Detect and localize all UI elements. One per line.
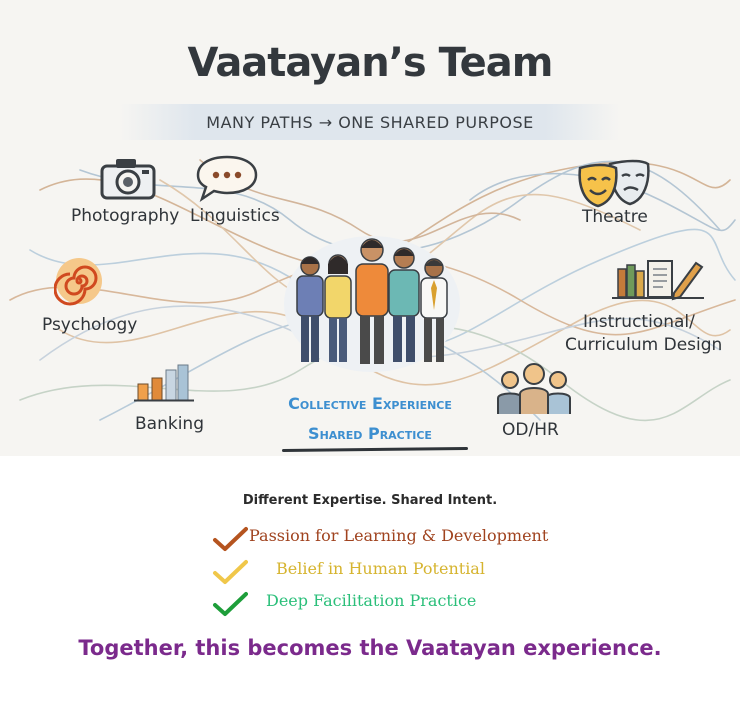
label-photography: Photography — [71, 206, 180, 226]
checkmark-icon — [213, 527, 248, 551]
value-text: Passion for Learning & Development — [249, 526, 549, 545]
label-instructional-line2: Curriculum Design — [565, 335, 723, 355]
label-banking: Banking — [135, 414, 204, 434]
value-text: Deep Facilitation Practice — [266, 591, 477, 610]
page-subtitle: MANY PATHS → ONE SHARED PURPOSE — [206, 113, 534, 132]
checkmark-icon — [213, 592, 248, 616]
intent-statement: Different Expertise. Shared Intent. — [242, 493, 498, 508]
camera-icon — [100, 159, 156, 200]
checkmark-icon — [213, 560, 248, 584]
subtitle-band — [120, 104, 620, 140]
label-psychology: Psychology — [42, 315, 138, 335]
page-title: Vaatayan’s Team — [187, 40, 554, 86]
label-theatre: Theatre — [582, 207, 648, 227]
people-group-icon — [497, 363, 571, 414]
center-caption-line1: Collective Experience — [288, 394, 452, 413]
spiral-icon — [54, 258, 102, 306]
value-text: Belief in Human Potential — [276, 559, 485, 578]
checkmark-stroke-0 — [213, 527, 248, 551]
checkmark-stroke-2 — [213, 592, 248, 616]
value-item: Belief in Human Potential — [212, 557, 542, 585]
bar-chart-icon — [134, 364, 194, 402]
label-instructional-line1: Instructional/ — [583, 312, 695, 332]
value-item: Deep Facilitation Practice — [212, 589, 542, 617]
closing-statement: Together, this becomes the Vaatayan expe… — [78, 636, 662, 660]
label-od-hr: OD/HR — [502, 420, 559, 440]
team-illustration — [284, 236, 460, 372]
label-linguistics: Linguistics — [190, 206, 280, 226]
books-pencil-icon — [612, 260, 704, 301]
value-item: Passion for Learning & Development — [212, 524, 548, 552]
checkmark-stroke-1 — [213, 560, 248, 584]
speech-bubble-icon — [196, 155, 258, 203]
theatre-masks-icon — [578, 159, 650, 208]
center-caption-line2: Shared Practice — [308, 424, 432, 443]
diagram-panel: Vaatayan’s Team MANY PATHS → ONE SHARED … — [0, 0, 740, 456]
